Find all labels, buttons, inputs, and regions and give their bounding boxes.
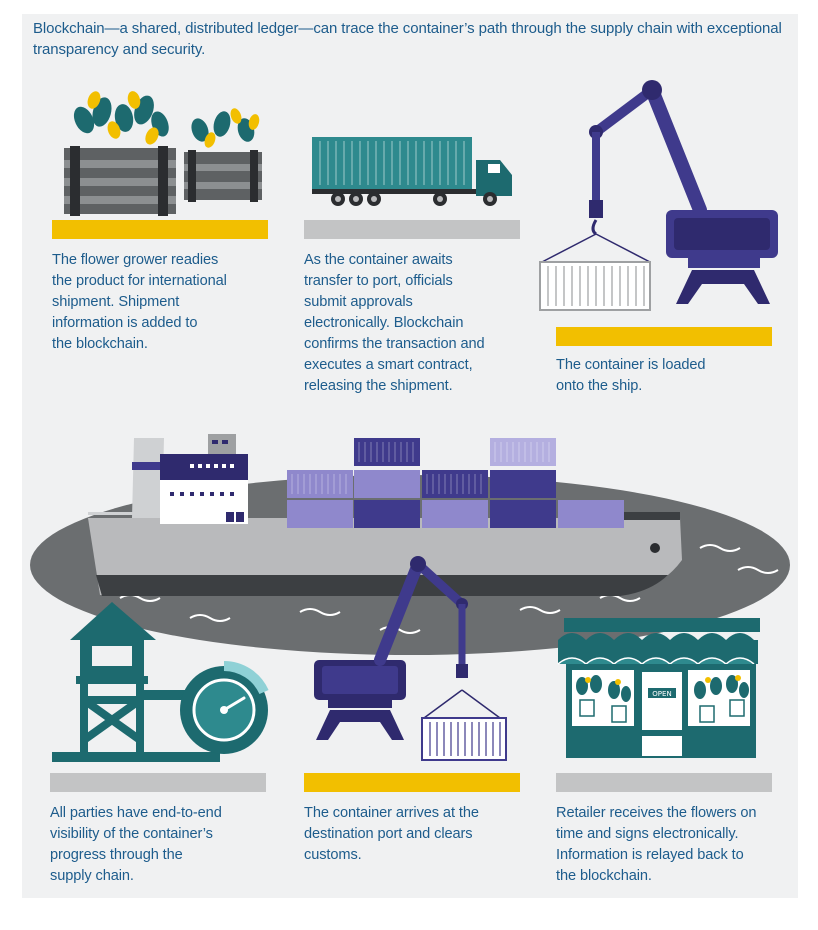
step-5-bar	[304, 773, 520, 792]
watchtower-gauge-icon	[52, 602, 269, 762]
step-4-bar	[50, 773, 266, 792]
step-6-text: Retailer receives the flowers on time an…	[556, 805, 757, 884]
step-1-bar	[52, 220, 268, 239]
dock-crane-icon	[314, 556, 507, 761]
step-1-text: The flower grower readies the product fo…	[52, 252, 227, 352]
cargo-ship-icon	[88, 434, 682, 596]
container-truck-icon	[312, 137, 512, 206]
step-4-text: All parties have end-to-end visibility o…	[50, 805, 222, 884]
open-sign: OPEN	[652, 690, 671, 698]
storefront-icon: OPEN	[557, 618, 760, 758]
step-3-bar	[556, 327, 772, 346]
step-3-text: The container is loaded onto the ship.	[556, 357, 706, 394]
port-crane-icon	[539, 80, 778, 311]
step-6-bar	[556, 773, 772, 792]
intro-text: Blockchain—a shared, distributed ledger—…	[33, 20, 782, 58]
flower-planters-icon	[64, 91, 262, 216]
step-5-text: The container arrives at the destination…	[304, 805, 479, 863]
step-2-bar	[304, 220, 520, 239]
step-2-text: As the container awaits transfer to port…	[304, 252, 485, 394]
